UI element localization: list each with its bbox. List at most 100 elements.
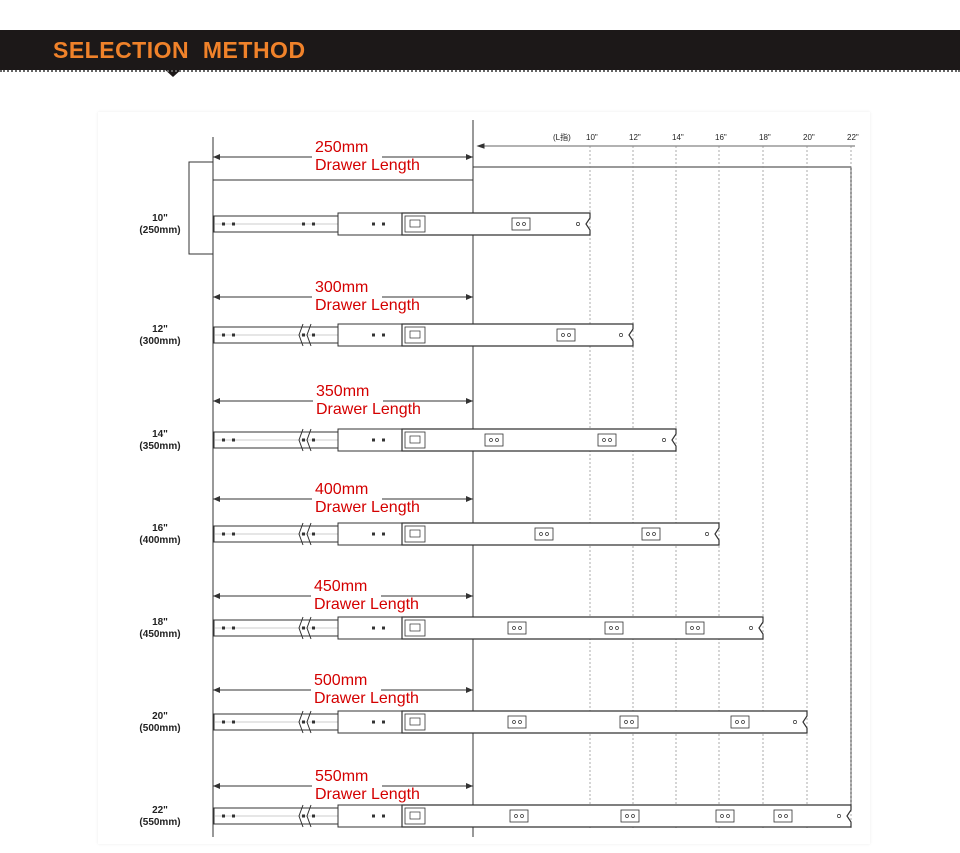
slide-middle-rail xyxy=(337,323,403,347)
rail-rivet xyxy=(372,333,375,337)
mounting-hole xyxy=(539,532,543,536)
rail-rivet xyxy=(372,720,375,724)
slide-inner-rail xyxy=(401,804,852,828)
drawer-length-caption: Drawer Length xyxy=(314,690,419,707)
rail-rivet xyxy=(312,814,315,818)
size-mm-label: (550mm) xyxy=(139,817,180,828)
scale-arrow xyxy=(476,143,485,149)
mounting-hole xyxy=(518,626,522,630)
mounting-hole xyxy=(522,222,526,226)
header-notch xyxy=(163,68,183,77)
break-mark xyxy=(298,428,304,452)
size-inch-label: 10" xyxy=(152,213,168,224)
rail-rivet xyxy=(312,720,315,724)
mounting-hole xyxy=(735,720,739,724)
rail-rivet xyxy=(312,333,315,337)
mounting-slot xyxy=(511,217,531,231)
rail-bracket-slot xyxy=(409,219,421,228)
mounting-slot xyxy=(641,527,661,541)
break-mark xyxy=(298,710,304,734)
rail-rivet xyxy=(302,532,305,536)
rail-rivet xyxy=(232,438,235,442)
rail-rivet xyxy=(382,626,385,630)
rail-rivet xyxy=(302,222,305,226)
mounting-hole xyxy=(741,720,745,724)
rail-end-hole xyxy=(705,532,709,536)
size-inch-label: 22" xyxy=(152,805,168,816)
drawer-length-caption: Drawer Length xyxy=(316,401,421,418)
dimension-arrow-left xyxy=(213,294,220,300)
rail-rivet xyxy=(382,438,385,442)
mounting-hole xyxy=(512,626,516,630)
mounting-slot xyxy=(556,328,576,342)
dimension-arrow-right xyxy=(466,496,473,502)
rail-rivet xyxy=(222,222,225,226)
dimension-arrow-right xyxy=(466,398,473,404)
rail-rivet xyxy=(382,532,385,536)
dimension-label-bg xyxy=(311,671,381,707)
rail-rivet xyxy=(302,626,305,630)
scale-unit-label: (L指) xyxy=(553,132,571,142)
drawer-length-value: 500mm xyxy=(314,672,367,689)
size-inch-label: 20" xyxy=(152,711,168,722)
slide-inner-rail xyxy=(401,710,808,734)
rail-end-hole xyxy=(662,438,666,442)
rail-rivet xyxy=(382,720,385,724)
rail-end-hole xyxy=(576,222,580,226)
rail-end-hole xyxy=(837,814,841,818)
mounting-slot xyxy=(685,621,705,635)
header-bar: SELECTION METHOD xyxy=(0,30,960,70)
dimension-arrow-left xyxy=(213,687,220,693)
size-inch-label: 18" xyxy=(152,617,168,628)
mounting-slot xyxy=(507,621,527,635)
slide-middle-rail xyxy=(337,522,403,546)
dimension-arrow-left xyxy=(213,593,220,599)
dimension-arrow-right xyxy=(466,154,473,160)
rail-end-hole xyxy=(619,333,623,337)
rail-rivet xyxy=(372,814,375,818)
mounting-hole xyxy=(512,720,516,724)
rail-rivet xyxy=(232,333,235,337)
slide-middle-rail xyxy=(337,804,403,828)
dimension-arrow-left xyxy=(213,783,220,789)
mounting-hole xyxy=(784,814,788,818)
slide-middle-rail xyxy=(337,616,403,640)
scale-tick-label: 12" xyxy=(629,133,641,142)
mounting-hole xyxy=(609,626,613,630)
mounting-slot xyxy=(730,715,750,729)
rail-rivet xyxy=(222,333,225,337)
dotted-divider xyxy=(0,70,960,72)
break-mark xyxy=(306,428,312,452)
break-mark xyxy=(306,804,312,828)
dimension-label-bg xyxy=(312,278,382,314)
mounting-hole xyxy=(646,532,650,536)
break-mark xyxy=(306,323,312,347)
size-mm-label: (250mm) xyxy=(139,225,180,236)
rail-bracket xyxy=(404,713,426,731)
slide-inner-rail xyxy=(401,616,764,640)
drawer-length-caption: Drawer Length xyxy=(315,499,420,516)
mounting-hole xyxy=(602,438,606,442)
drawer-length-caption: Drawer Length xyxy=(315,297,420,314)
rail-bracket xyxy=(404,431,426,449)
mounting-slot xyxy=(604,621,624,635)
scale-tick-label: 20" xyxy=(803,133,815,142)
scale-tick-label: 18" xyxy=(759,133,771,142)
mounting-slot xyxy=(597,433,617,447)
rail-rivet xyxy=(222,532,225,536)
dimension-arrow-left xyxy=(213,398,220,404)
rail-rivet xyxy=(232,814,235,818)
mounting-slot xyxy=(620,809,640,823)
break-mark xyxy=(306,616,312,640)
page-title: SELECTION METHOD xyxy=(53,37,306,63)
mounting-slot xyxy=(534,527,554,541)
rail-rivet xyxy=(312,532,315,536)
drawer-length-caption: Drawer Length xyxy=(314,596,419,613)
mounting-hole xyxy=(495,438,499,442)
rail-bracket-slot xyxy=(409,330,421,339)
mounting-hole xyxy=(567,333,571,337)
